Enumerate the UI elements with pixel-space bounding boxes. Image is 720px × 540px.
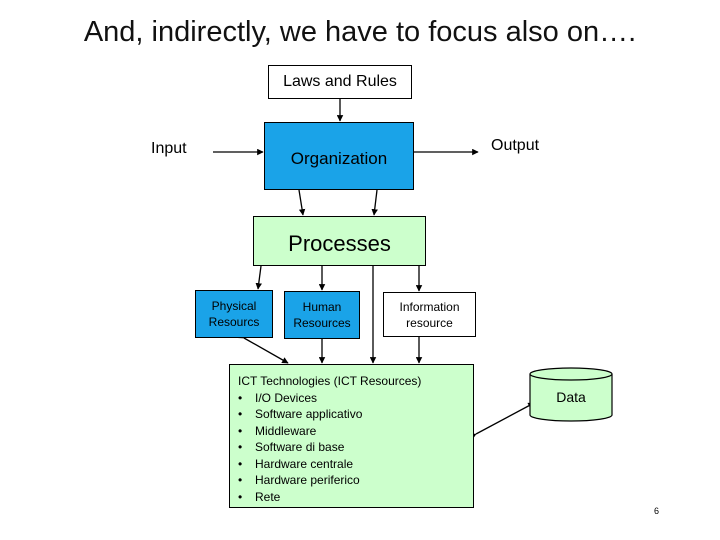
output-label: Output — [491, 137, 540, 154]
ict-item: I/O Devices — [238, 390, 473, 407]
ict-item: Software applicativo — [238, 406, 473, 423]
page-number: 6 — [654, 506, 660, 516]
information-resource-box: Information resource — [383, 292, 476, 337]
organization-box: Organization — [264, 122, 414, 190]
physical-label: Physical Resourcs — [208, 299, 260, 329]
input-label: Input — [151, 140, 187, 157]
processes-box: Processes — [253, 216, 426, 266]
laws-and-rules-box: Laws and Rules — [268, 65, 412, 99]
arrow-ict-data — [469, 402, 535, 440]
ict-item: Rete — [238, 489, 473, 506]
ict-resources-box: ICT Technologies (ICT Resources) I/O Dev… — [229, 364, 474, 508]
human-label: Human Resources — [293, 300, 351, 330]
ict-item: Hardware centrale — [238, 456, 473, 473]
processes-label: Processes — [288, 231, 391, 256]
physical-resources-box: Physical Resourcs — [195, 290, 273, 338]
laws-label: Laws and Rules — [283, 73, 397, 90]
arrow-org-proc-left — [294, 183, 306, 216]
data-label: Data — [556, 389, 586, 405]
human-resources-box: Human Resources — [284, 291, 360, 339]
information-label: Information resource — [399, 299, 460, 330]
ict-item: Software di base — [238, 439, 473, 456]
data-cylinder — [529, 367, 613, 422]
arrow-org-proc-right — [371, 183, 381, 216]
arrow-proc-physical — [255, 259, 265, 290]
slide-title: And, indirectly, we have to focus also o… — [83, 16, 637, 48]
ict-heading: ICT Technologies (ICT Resources) — [238, 374, 422, 388]
organization-label: Organization — [290, 149, 388, 168]
ict-item: Middleware — [238, 423, 473, 440]
arrow-physical-ict — [237, 332, 289, 364]
ict-list: I/O Devices Software applicativo Middlew… — [238, 390, 473, 506]
ict-item: Hardware periferico — [238, 472, 473, 489]
